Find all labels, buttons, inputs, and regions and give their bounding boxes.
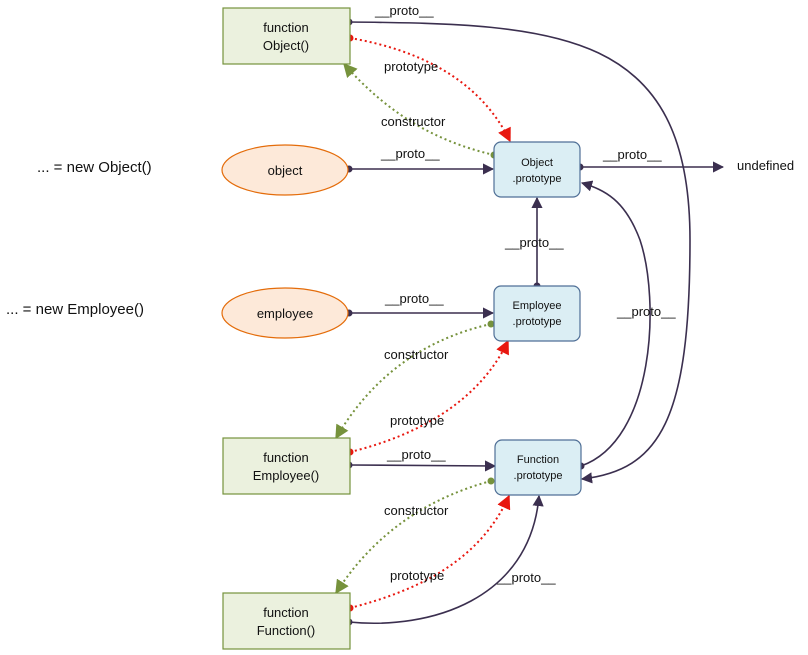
node-object-prototype-line1: Object: [521, 157, 553, 169]
constructor-edges: [335, 62, 495, 595]
node-function-prototype-line1: Function: [517, 454, 559, 466]
label-proto-fn-employee: __proto__: [386, 447, 446, 462]
proto-edges: [348, 21, 725, 625]
edge-fn-employee-prototype: [349, 339, 509, 453]
label-constructor-object: constructor: [381, 114, 446, 129]
label-proto-object: __proto__: [380, 146, 440, 161]
node-function-employee-line1: function: [263, 450, 309, 465]
node-undefined: undefined: [737, 158, 794, 173]
edge-fn-employee-proto: [348, 460, 497, 472]
label-prototype-fn-object: prototype: [384, 59, 438, 74]
node-function-prototype-line2: .prototype: [514, 470, 563, 482]
node-employee-instance-label: employee: [257, 306, 313, 321]
side-label-new-object: ... = new Object(): [37, 159, 152, 176]
edge-fn-function-prototype: [349, 494, 511, 609]
label-proto-fn-function: __proto__: [496, 570, 556, 585]
node-function-employee-line2: Employee(): [253, 468, 319, 483]
label-proto-empproto: __proto__: [504, 235, 564, 250]
node-employee-prototype: Employee .prototype: [493, 285, 581, 342]
edge-fnproto-proto: [580, 180, 651, 467]
node-function-function-line1: function: [263, 605, 309, 620]
edge-fnproto-constructor: [335, 480, 492, 595]
label-constructor-employee: constructor: [384, 347, 449, 362]
node-function-prototype: Function .prototype: [494, 439, 582, 496]
edge-fn-object-prototype: [349, 37, 511, 143]
label-prototype-fn-employee: prototype: [390, 413, 444, 428]
node-object-prototype-line2: .prototype: [513, 173, 562, 185]
prototype-edge-dots: [346, 34, 354, 612]
node-object-instance-label: object: [268, 163, 303, 178]
node-function-object-line1: function: [263, 20, 309, 35]
edge-objproto-constructor: [343, 62, 495, 156]
node-function-object: function Object(): [222, 7, 351, 65]
label-proto-objproto: __proto__: [602, 147, 662, 162]
node-employee-instance: employee: [221, 287, 349, 339]
node-function-employee: function Employee(): [222, 437, 351, 495]
node-object-prototype: Object .prototype: [493, 141, 581, 198]
label-constructor-function: constructor: [384, 503, 449, 518]
label-proto-fnproto: __proto__: [616, 304, 676, 319]
label-prototype-fn-function: prototype: [390, 568, 444, 583]
prototype-edges: [349, 37, 511, 609]
label-proto-employee: __proto__: [384, 291, 444, 306]
label-proto-fn-object: __proto__: [374, 3, 434, 18]
node-object-instance: object: [221, 144, 349, 196]
node-function-object-line2: Object(): [263, 38, 309, 53]
edge-fn-function-proto: [348, 494, 544, 625]
edge-labels: __proto__ prototype constructor __proto_…: [374, 3, 676, 585]
edge-fn-object-proto: [348, 21, 691, 484]
node-function-function: function Function(): [222, 592, 351, 650]
node-employee-prototype-line2: .prototype: [513, 316, 562, 328]
side-label-new-employee: ... = new Employee(): [6, 301, 144, 318]
node-employee-prototype-line1: Employee: [513, 300, 562, 312]
node-function-function-line2: Function(): [257, 623, 316, 638]
edge-empproto-constructor: [335, 323, 492, 440]
